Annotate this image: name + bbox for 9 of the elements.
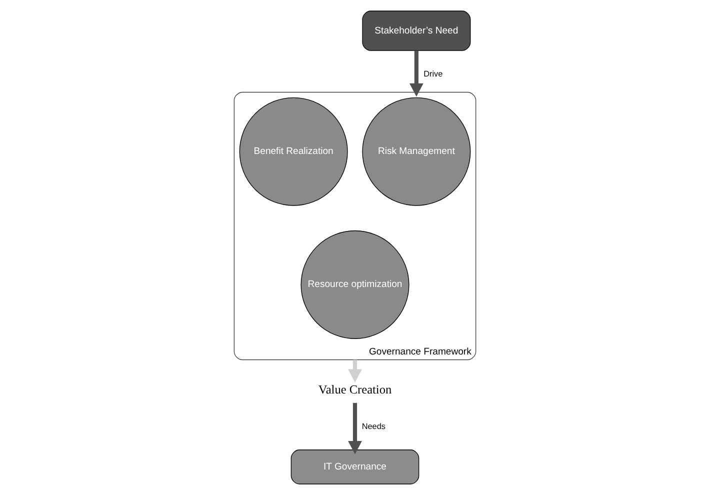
- node-box: IT Governance: [290, 450, 420, 484]
- node-circle: Resource optimization: [300, 230, 410, 339]
- arrow: [348, 402, 362, 454]
- node-box: Stakeholder’s Need: [362, 10, 471, 51]
- node-circle: Risk Management: [362, 97, 471, 206]
- arrow: [348, 360, 362, 383]
- node-circle: Benefit Realization: [239, 97, 348, 206]
- arrow: [409, 50, 424, 97]
- node-text: Value Creation: [318, 382, 392, 396]
